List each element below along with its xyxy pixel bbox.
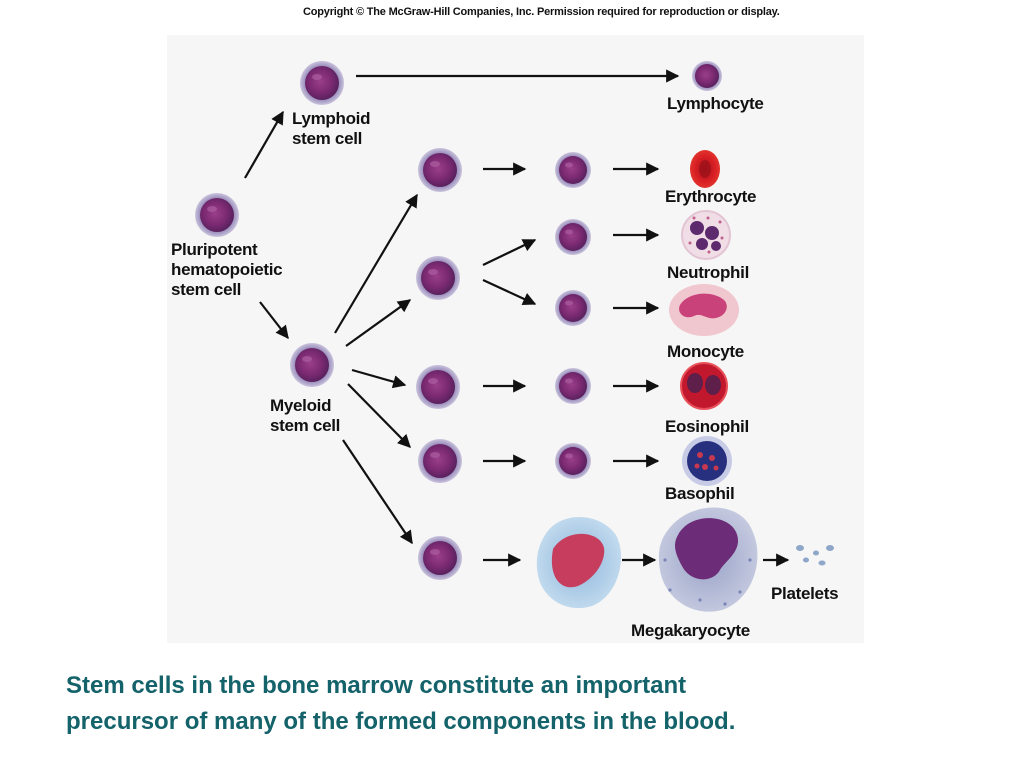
progenitor-cell: [416, 256, 460, 300]
lymphoid-label: Lymphoid stem cell: [292, 109, 370, 149]
copyright-notice: Copyright © The McGraw-Hill Companies, I…: [303, 6, 780, 18]
caption-line: Stem cells in the bone marrow constitute…: [66, 672, 687, 699]
platelets-label: Platelets: [771, 584, 839, 603]
erythrocyte-label: Erythrocyte: [665, 187, 757, 206]
eosinophil-label: Eosinophil: [665, 417, 749, 436]
precursor-cell: [555, 290, 591, 326]
progenitor-cell: [418, 536, 462, 580]
pluripotent-stem-cell: [195, 193, 239, 237]
caption-line: precursor of many of the formed componen…: [66, 708, 736, 735]
lymphoid-label-line: Lymphoid: [292, 109, 371, 128]
platelets-cells: [796, 545, 834, 566]
arrows: [244, 69, 790, 567]
precursor-cell: [555, 443, 591, 479]
precursor-cell: [555, 152, 591, 188]
neutrophil-cell: [681, 210, 731, 260]
megakaryoblast-cell: [536, 516, 622, 609]
basophil-label: Basophil: [665, 484, 735, 503]
lymphoid-stem-cell: [300, 61, 344, 105]
myeloid-label-line: Myeloid: [270, 396, 332, 415]
progenitor-cell: [418, 439, 462, 483]
pluripotent-label-line: Pluripotent: [171, 240, 258, 259]
progenitor-cell: [418, 148, 462, 192]
monocyte-label: Monocyte: [667, 342, 744, 361]
neutrophil-label: Neutrophil: [667, 263, 749, 282]
monocyte-cell: [669, 284, 739, 336]
progenitor-cell: [416, 365, 460, 409]
pluripotent-label-line: hematopoietic: [171, 260, 283, 279]
lymphocyte-label: Lymphocyte: [667, 94, 764, 113]
megakaryocyte-label: Megakaryocyte: [631, 621, 750, 640]
pluripotent-label: Pluripotent hematopoietic stem cell: [171, 240, 283, 300]
eosinophil-cell: [680, 362, 728, 410]
precursor-cell: [555, 368, 591, 404]
myeloid-stem-cell: [290, 343, 334, 387]
myeloid-label: Myeloid stem cell: [270, 396, 340, 436]
megakaryocyte-cell: [658, 507, 758, 612]
myeloid-label-line: stem cell: [270, 416, 341, 435]
lymphoid-label-line: stem cell: [292, 129, 363, 148]
basophil-cell: [682, 436, 732, 486]
precursor-cell: [555, 219, 591, 255]
pluripotent-label-line: stem cell: [171, 280, 242, 299]
erythrocyte-cell: [690, 150, 720, 188]
lymphocyte-cell: [692, 61, 722, 91]
slide-caption: Stem cells in the bone marrow constitute…: [66, 668, 1006, 740]
